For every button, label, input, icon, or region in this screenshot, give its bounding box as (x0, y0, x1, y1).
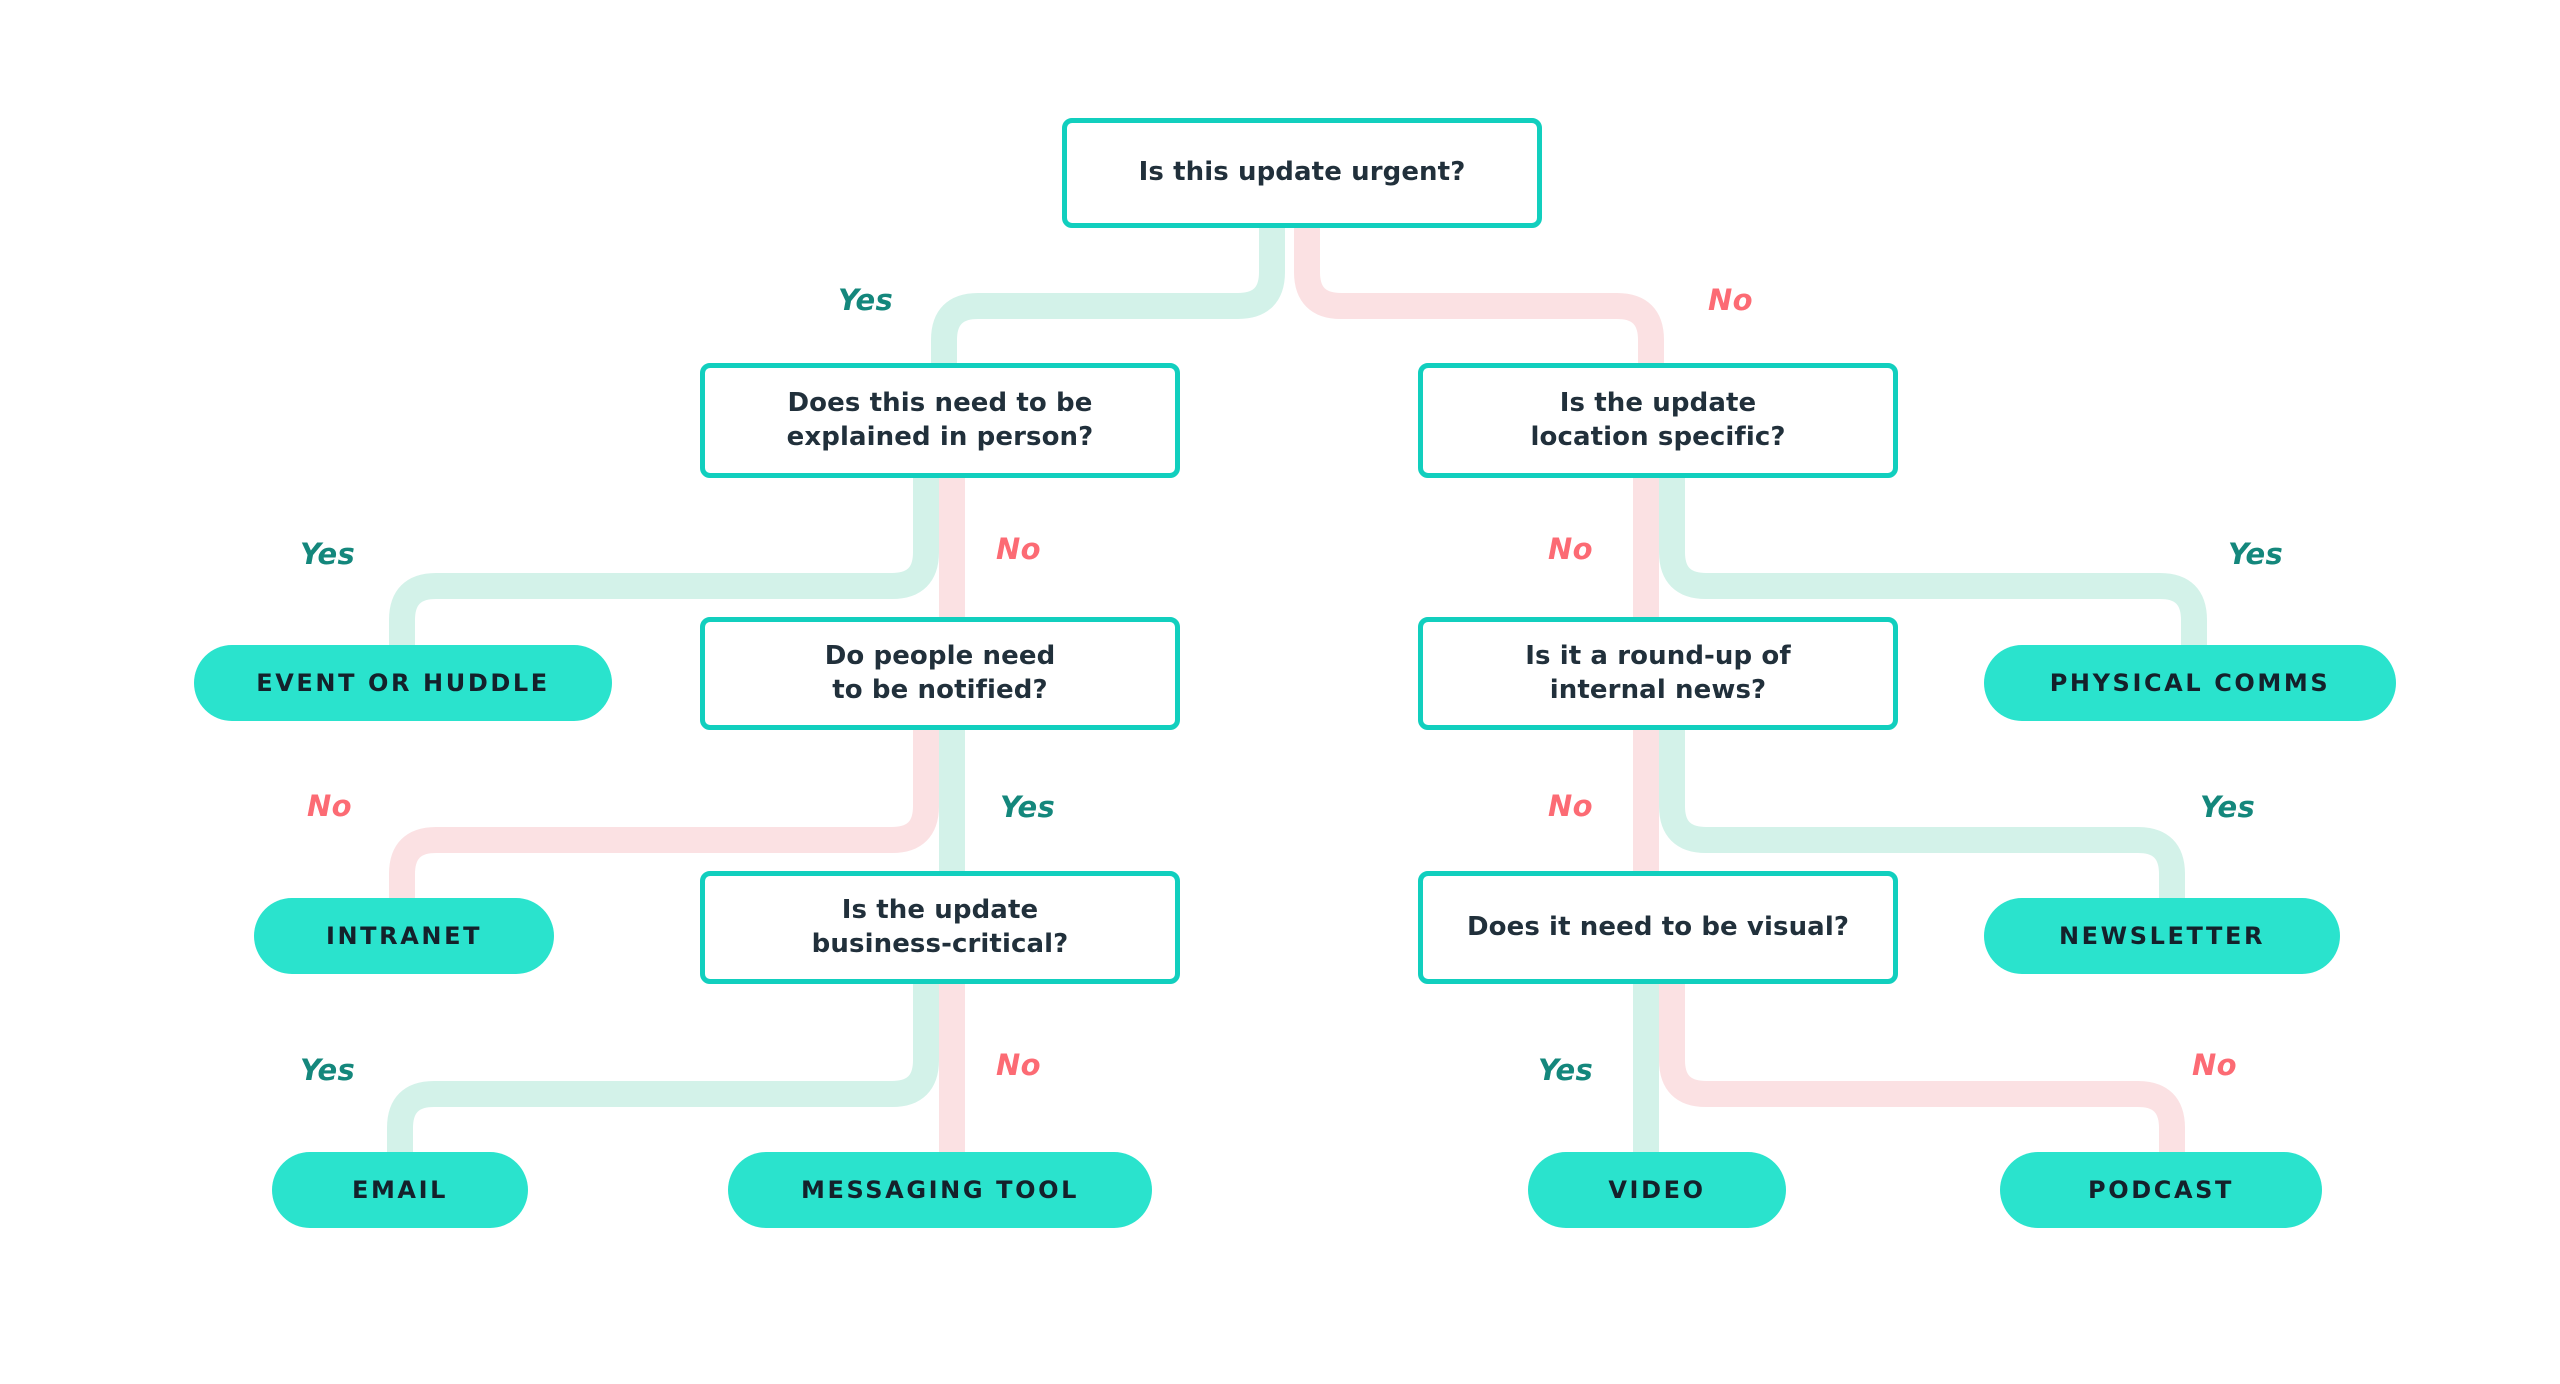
edge-label-left3-no: No (996, 1048, 1041, 1082)
outcome-podcast[interactable]: Podcast (2000, 1152, 2322, 1228)
edge-label-left2-no: No (307, 789, 352, 823)
outcome-intranet-text: Intranet (325, 922, 483, 950)
outcome-video-text: Video (1608, 1176, 1706, 1204)
edge-label-right1-no: No (1548, 532, 1593, 566)
edge-label-right1-yes: Yes (2228, 537, 2284, 571)
wire-root-no (1294, 215, 1664, 375)
question-root[interactable]: Is this update urgent? (1062, 118, 1542, 228)
edge-label-left1-yes: Yes (300, 537, 356, 571)
wire-root-yes (931, 215, 1285, 375)
edge-label-left2-yes: Yes (1000, 790, 1056, 824)
outcome-video[interactable]: Video (1528, 1152, 1786, 1228)
outcome-intranet[interactable]: Intranet (254, 898, 554, 974)
edge-label-right3-yes: Yes (1538, 1053, 1594, 1087)
question-root-text: Is this update urgent? (1138, 157, 1466, 188)
outcome-physical-comms-text: Physical comms (2049, 669, 2331, 697)
outcome-newsletter[interactable]: Newsletter (1984, 898, 2340, 974)
edge-label-root-yes: Yes (838, 283, 894, 317)
question-right-3-text: Does it need to be visual? (1466, 911, 1850, 942)
edge-label-right3-no: No (2192, 1048, 2237, 1082)
outcome-event-or-huddle[interactable]: Event or huddle (194, 645, 612, 721)
edge-label-right2-no: No (1548, 789, 1593, 823)
outcome-event-or-huddle-text: Event or huddle (256, 669, 550, 697)
edge-label-left3-yes: Yes (300, 1053, 356, 1087)
edge-label-root-no: No (1708, 283, 1753, 317)
question-right-3[interactable]: Does it need to be visual? (1418, 871, 1898, 984)
outcome-messaging-tool-text: Messaging tool (801, 1176, 1079, 1204)
outcome-physical-comms[interactable]: Physical comms (1984, 645, 2396, 721)
edge-label-left1-no: No (996, 532, 1041, 566)
outcome-email[interactable]: Email (272, 1152, 528, 1228)
wire-left3-yes (387, 971, 939, 1171)
outcome-podcast-text: Podcast (2088, 1176, 2234, 1204)
outcome-messaging-tool[interactable]: Messaging tool (728, 1152, 1152, 1228)
outcome-newsletter-text: Newsletter (2058, 922, 2266, 950)
edge-label-right2-yes: Yes (2200, 790, 2256, 824)
outcome-email-text: Email (351, 1176, 449, 1204)
